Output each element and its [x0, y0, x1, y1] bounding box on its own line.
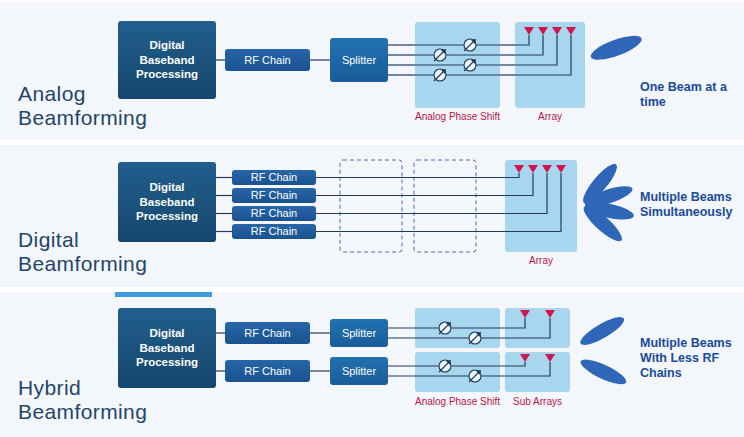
signal-line [310, 333, 330, 334]
phase-shifter [439, 322, 481, 382]
panel-ground [0, 145, 744, 287]
signal-line [310, 371, 330, 372]
block-label: Analog Phase Shift [405, 396, 510, 407]
box-label: RF Chain [241, 365, 293, 378]
signal-line [216, 177, 232, 178]
box-label: RF Chain [248, 189, 300, 202]
feed-wire [388, 318, 550, 376]
signal-line [216, 231, 232, 232]
rf-chain-box: RF Chain [225, 49, 310, 71]
box-label: Splitter [339, 54, 379, 67]
signal-line [310, 59, 330, 60]
signal-line [310, 60, 330, 61]
signal-line [500, 44, 515, 45]
box-label: Digital Baseband Processing [118, 38, 216, 81]
box-label: Digital Baseband Processing [118, 326, 216, 369]
box-label: Digital Baseband Processing [118, 180, 216, 223]
panel-ground [0, 292, 744, 437]
rf-chain-box: RF Chain [232, 224, 316, 239]
signal-line [388, 74, 415, 75]
signal-line [316, 231, 505, 232]
signal-line [216, 195, 232, 196]
signal-line [500, 45, 515, 75]
beam-lobe [588, 31, 644, 65]
baseband-box: Digital Baseband Processing [118, 21, 216, 99]
signal-line [388, 64, 415, 65]
signal-line [216, 371, 225, 372]
beam-caption: One Beam at a time [640, 80, 740, 110]
box-label: Splitter [339, 327, 379, 340]
signal-line [216, 177, 232, 178]
block-heading: Array [495, 111, 605, 122]
beamforming-panel: Digital BeamformingMultiple Beams Simult… [0, 145, 744, 287]
beamforming-panel: Analog BeamformingOne Beam at a timeDigi… [0, 2, 744, 140]
antenna-array [505, 160, 577, 252]
signal-line [500, 54, 515, 55]
baseband-box: Digital Baseband Processing [118, 162, 216, 242]
rf-chain-box: RF Chain [225, 322, 310, 344]
block-heading: Analog Phase Shift [395, 111, 520, 122]
splitter-box: Splitter [330, 357, 388, 385]
signal-line [310, 370, 330, 371]
block-heading: Array [485, 255, 597, 266]
block-label: Sub Arrays [497, 396, 578, 407]
signal-line [216, 370, 225, 371]
signal-line [316, 177, 505, 178]
signal-line [388, 45, 415, 75]
phase-shift-block [415, 308, 500, 392]
phase-shift-block: Analog Phase Shift [415, 22, 500, 108]
splitter-box: Splitter [330, 38, 388, 82]
signal-line [316, 231, 505, 232]
box-label: RF Chain [248, 171, 300, 184]
signal-line [216, 231, 232, 232]
signal-line [316, 195, 505, 196]
signal-line [500, 64, 515, 65]
splitter-box: Splitter [330, 319, 388, 347]
rf-chain-box: RF Chain [232, 170, 316, 185]
signal-line [500, 74, 515, 75]
antenna-array: Array [515, 22, 585, 108]
box-label: RF Chain [248, 207, 300, 220]
box-label: RF Chain [241, 327, 293, 340]
signal-line [310, 332, 330, 333]
baseband-box: Digital Baseband Processing [118, 308, 216, 388]
signal-line [216, 333, 225, 334]
rf-chain-box: RF Chain [225, 360, 310, 382]
signal-line [316, 213, 505, 214]
signal-line [388, 54, 415, 55]
box-label: RF Chain [248, 225, 300, 238]
box-label: RF Chain [241, 54, 293, 67]
signal-line [316, 177, 505, 178]
box-label: Splitter [339, 365, 379, 378]
signal-line [216, 213, 232, 214]
antenna-array: Array [505, 160, 577, 252]
panel-ground [0, 2, 744, 140]
antenna [520, 310, 555, 362]
antenna-array [515, 22, 585, 108]
sub-array [505, 308, 570, 392]
signal-line [316, 213, 505, 214]
signal-line [216, 59, 225, 60]
signal-line [216, 213, 232, 214]
beam-lobe [577, 312, 629, 388]
accent-bar [115, 292, 212, 297]
signal-line [316, 195, 505, 196]
beam-caption: Multiple Beams With Less RF Chains [640, 336, 740, 381]
rf-chain-box: RF Chain [232, 188, 316, 203]
rf-chain-box: RF Chain [232, 206, 316, 221]
beam-caption: Multiple Beams Simultaneously [640, 190, 740, 220]
beamforming-panel: Hybrid BeamformingMultiple Beams With Le… [0, 292, 744, 437]
signal-line [216, 60, 225, 61]
beam-lobe [579, 160, 636, 246]
dashed-stage [340, 160, 476, 252]
phase-shift-block [415, 22, 500, 108]
signal-line [388, 44, 415, 45]
signal-line [216, 195, 232, 196]
signal-line [216, 332, 225, 333]
